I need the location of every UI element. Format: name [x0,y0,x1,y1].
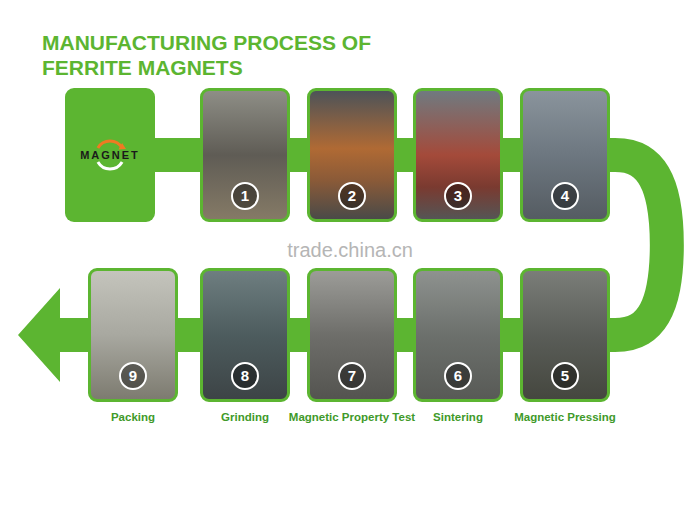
process-photo: 4 [520,88,610,222]
logo-arc [98,141,122,148]
flow-band [178,318,200,352]
logo-arrow [119,143,127,150]
flow-band [290,318,307,352]
process-photo: 7Magnetic Property Test [307,268,397,402]
exit-arrow [18,288,90,382]
callout-number: 5 [551,362,579,390]
step-label: Grinding [221,411,269,423]
process-photo: 5Magnetic Pressing [520,268,610,402]
flow-band [155,138,200,172]
flow-band [397,138,413,172]
process-photo: 6Sintering [413,268,503,402]
watermark: trade.china.cn [287,239,413,262]
process-photo: 3 [413,88,503,222]
flow-band [290,138,307,172]
diagram-title: MANUFACTURING PROCESS OF FERRITE MAGNETS [42,30,422,80]
callout-number: 2 [338,182,366,210]
step-label: Magnetic Pressing [514,411,616,423]
logo-box: MAGNET [65,88,155,222]
callout-number: 9 [119,362,147,390]
process-photo: 1 [200,88,290,222]
flow-band [397,318,413,352]
step-label: Packing [111,411,155,423]
process-photo: 8Grinding [200,268,290,402]
callout-number: 8 [231,362,259,390]
callout-number: 7 [338,362,366,390]
callout-number: 6 [444,362,472,390]
callout-number: 1 [231,182,259,210]
flow-band [610,155,667,335]
process-photo: 2 [307,88,397,222]
flow-band [503,138,520,172]
logo-text: MAGNET [80,149,140,161]
process-photo: 9Packing [88,268,178,402]
step-label: Magnetic Property Test [289,411,415,423]
callout-number: 4 [551,182,579,210]
flow-band [503,318,520,352]
step-label: Sintering [433,411,483,423]
callout-number: 3 [444,182,472,210]
logo-arc [98,162,122,169]
